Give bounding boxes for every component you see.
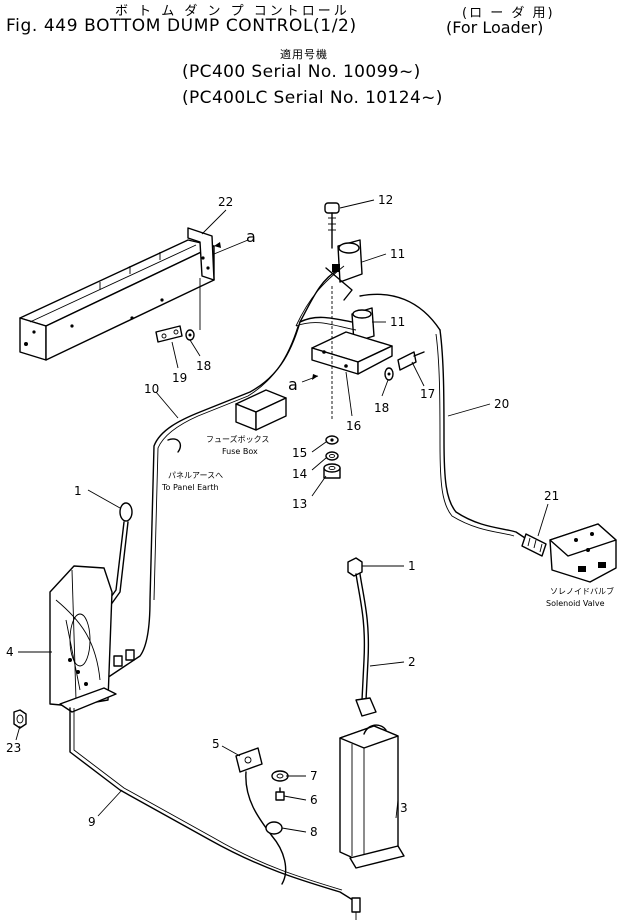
- serial-line-2: (PC400LC Serial No. 10124~): [182, 88, 443, 108]
- callout-16: 16: [346, 419, 361, 433]
- fuse-box-label-jp: フューズボックス: [206, 434, 269, 444]
- japanese-applicable-label: 適用号機: [280, 48, 328, 61]
- cable-9-drawing: [69, 707, 361, 920]
- lever-box-4-drawing: [13, 502, 133, 729]
- callout-19: 19: [172, 371, 187, 385]
- cable-20-solenoid-drawing: [435, 329, 617, 583]
- panel-earth-label: To Panel Earth: [161, 483, 219, 492]
- callout-labels: 1 1 2 3 4 5 6 7 8 9 10 11 11 12 13 14 15…: [6, 193, 614, 839]
- callout-8: 8: [310, 825, 318, 839]
- sensor-5-drawing: [235, 747, 289, 885]
- callout-17: 17: [420, 387, 435, 401]
- callout-15: 15: [292, 446, 307, 460]
- callout-3: 3: [400, 801, 408, 815]
- plate-19-and-washer-18: [155, 325, 195, 343]
- fuse-box-drawing: [235, 389, 287, 431]
- callout-21: 21: [544, 489, 559, 503]
- ref-a-upper: a: [246, 227, 256, 246]
- callout-1-right: 1: [408, 559, 416, 573]
- callout-13: 13: [292, 497, 307, 511]
- japanese-loader-note: (ロ ー ダ 用): [462, 6, 555, 21]
- switch-assembly-drawing: [295, 202, 441, 479]
- japanese-title: ボ ト ム ダ ン プ コントロール: [115, 4, 350, 19]
- callout-12: 12: [378, 193, 393, 207]
- serial-line-1: (PC400 Serial No. 10099~): [182, 62, 421, 82]
- callout-11-lower: 11: [390, 315, 405, 329]
- callout-5: 5: [212, 737, 220, 751]
- callout-10: 10: [144, 382, 159, 396]
- callout-4: 4: [6, 645, 14, 659]
- callout-20: 20: [494, 397, 509, 411]
- callout-6: 6: [310, 793, 318, 807]
- callout-9: 9: [88, 815, 96, 829]
- callout-11-upper: 11: [390, 247, 405, 261]
- callout-2: 2: [408, 655, 416, 669]
- bracket-22-drawing: [19, 227, 249, 361]
- for-loader-note: (For Loader): [446, 18, 544, 37]
- callout-1-left: 1: [74, 484, 82, 498]
- callout-7: 7: [310, 769, 318, 783]
- figure-title: Fig. 449 BOTTOM DUMP CONTROL(1/2): [6, 16, 357, 36]
- callout-14: 14: [292, 467, 307, 481]
- ref-a-lower: a: [288, 375, 298, 394]
- solenoid-label-jp: ソレノイドバルブ: [550, 586, 614, 596]
- callout-23: 23: [6, 741, 21, 755]
- callout-leaders: [15, 199, 549, 833]
- callout-18-left: 18: [196, 359, 211, 373]
- lever-box-3-drawing: [339, 557, 405, 869]
- harness-10-drawing: [103, 321, 301, 681]
- panel-earth-label-jp: パネルアースへ: [168, 471, 223, 480]
- callout-18-right: 18: [374, 401, 389, 415]
- callout-22: 22: [218, 195, 233, 209]
- fuse-box-label: Fuse Box: [222, 447, 258, 456]
- solenoid-label: Solenoid Valve: [546, 599, 605, 608]
